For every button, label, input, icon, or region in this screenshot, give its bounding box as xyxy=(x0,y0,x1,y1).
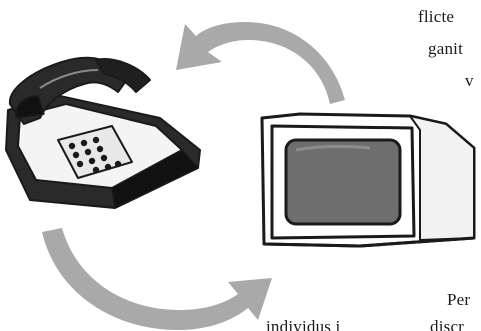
text-fragment-per: Per xyxy=(447,291,470,308)
text-fragment-flicte: flicte xyxy=(418,8,454,25)
text-fragment-individus: individus i xyxy=(266,318,340,331)
text-fragment-discr: discr xyxy=(430,318,464,331)
crt-monitor-icon xyxy=(262,114,474,246)
curved-arrow-bottom-icon xyxy=(42,228,272,330)
telephone-icon xyxy=(6,58,200,208)
text-fragment-ganit: ganit xyxy=(428,40,463,57)
curved-arrow-top-icon xyxy=(176,22,345,104)
text-fragment-v: v xyxy=(465,72,474,89)
